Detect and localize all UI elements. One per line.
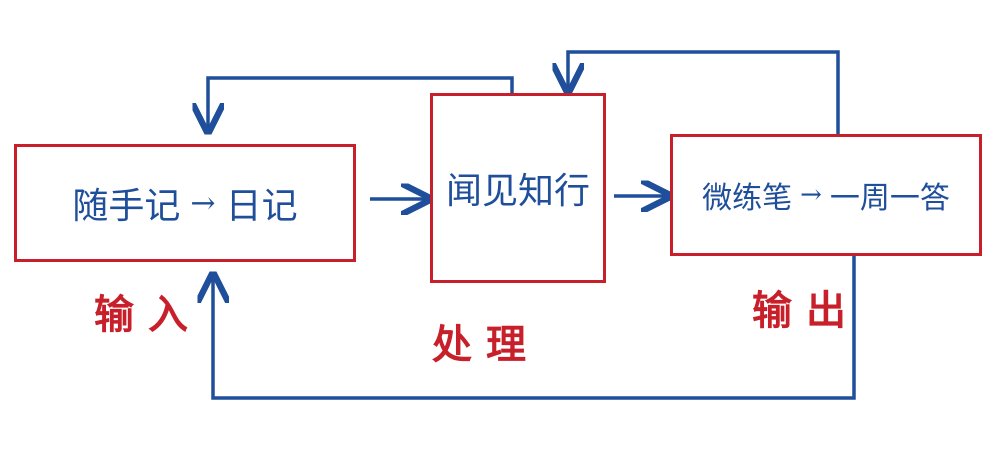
feedback-output-to-input bbox=[213, 256, 856, 400]
node-process: 闻见知行 bbox=[430, 93, 606, 283]
node-input-part2: 日记 bbox=[225, 186, 298, 227]
node-input: 随手记 → 日记 bbox=[14, 144, 356, 262]
node-output-part2: 一周一答 bbox=[829, 181, 950, 216]
node-input-text: 随手记 → 日记 bbox=[72, 177, 297, 229]
label-output: 输出 bbox=[752, 287, 860, 334]
node-output: 微练笔 → 一周一答 bbox=[670, 134, 982, 256]
feedback-output-to-process bbox=[568, 50, 840, 134]
node-output-part1: 微练笔 bbox=[702, 181, 793, 216]
label-input: 输入 bbox=[94, 291, 202, 338]
node-process-text: 闻见知行 bbox=[446, 162, 590, 214]
node-output-inner-arrow: → bbox=[800, 180, 822, 210]
node-process-label: 闻见知行 bbox=[445, 171, 590, 212]
node-input-inner-arrow: → bbox=[190, 185, 216, 221]
feedback-process-to-input bbox=[208, 76, 514, 128]
label-process: 处理 bbox=[432, 321, 540, 368]
node-output-text: 微练笔 → 一周一答 bbox=[702, 173, 950, 217]
node-input-part1: 随手记 bbox=[72, 186, 181, 227]
